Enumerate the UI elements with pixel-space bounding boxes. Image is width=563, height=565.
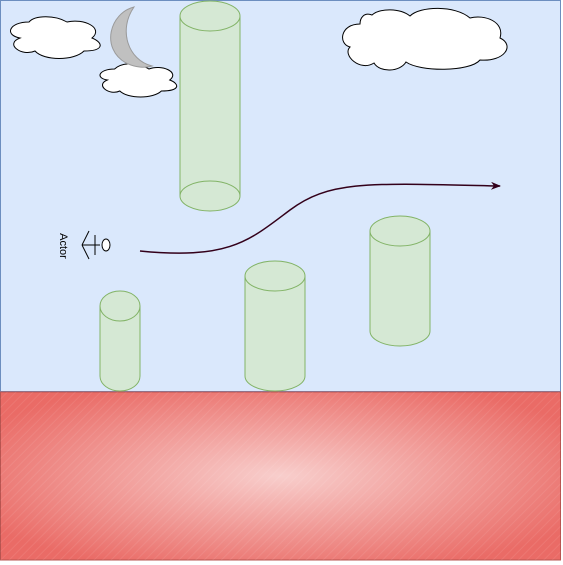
stick-figure-icon bbox=[81, 230, 111, 260]
ground bbox=[0, 391, 561, 561]
cylinder-short-left bbox=[99, 290, 141, 392]
curved-arrow bbox=[139, 181, 501, 254]
cloud-icon bbox=[342, 7, 508, 71]
cylinder-tall-top bbox=[179, 0, 241, 212]
cloud-icon bbox=[99, 63, 178, 98]
cloud-icon bbox=[10, 16, 101, 59]
crescent-moon-icon bbox=[110, 6, 154, 68]
cylinder-middle bbox=[244, 260, 306, 392]
actor-label: Actor bbox=[57, 233, 69, 259]
cylinder-right bbox=[369, 215, 431, 347]
